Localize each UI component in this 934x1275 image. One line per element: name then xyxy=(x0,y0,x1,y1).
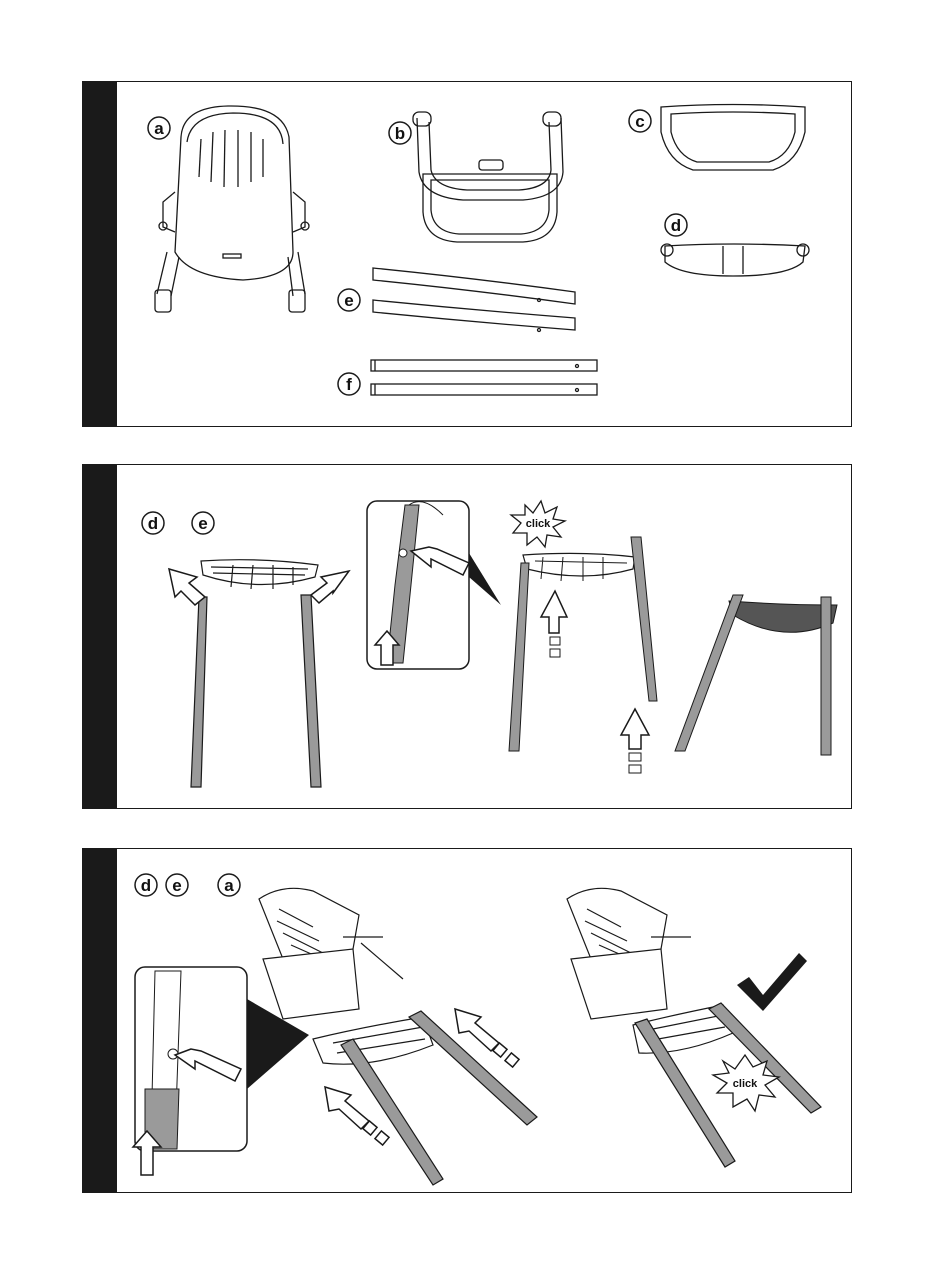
svg-text:click: click xyxy=(733,1078,758,1090)
svg-text:e: e xyxy=(344,291,353,310)
zoom-callout xyxy=(367,501,501,669)
svg-text:d: d xyxy=(148,514,158,533)
label-d: d xyxy=(142,512,164,534)
part-e-tubes xyxy=(373,268,575,332)
svg-text:c: c xyxy=(635,112,644,131)
label-e: e xyxy=(192,512,214,534)
assembled-footrest xyxy=(509,537,657,773)
click-burst-icon: click xyxy=(511,501,565,547)
step3-panel: d e a xyxy=(82,848,852,1193)
label-a: a xyxy=(218,874,240,896)
svg-text:b: b xyxy=(395,124,405,143)
tube-legs xyxy=(191,595,321,787)
label-d: d xyxy=(135,874,157,896)
label-b: b xyxy=(389,122,411,144)
svg-text:a: a xyxy=(154,119,164,138)
svg-text:f: f xyxy=(346,375,352,394)
part-a-seat xyxy=(155,106,309,312)
label-f: f xyxy=(338,373,360,395)
checkmark-icon xyxy=(737,953,807,1011)
step3-illustration: d e a xyxy=(83,849,853,1194)
svg-text:a: a xyxy=(224,876,234,895)
part-b-tray xyxy=(413,112,563,242)
part-d-footrest xyxy=(661,244,809,276)
parts-illustration: a b c xyxy=(83,82,853,428)
label-d: d xyxy=(665,214,687,236)
svg-text:e: e xyxy=(198,514,207,533)
label-e: e xyxy=(338,289,360,311)
svg-text:d: d xyxy=(141,876,151,895)
svg-text:click: click xyxy=(526,518,551,530)
label-a: a xyxy=(148,117,170,139)
parts-panel: a b c xyxy=(82,81,852,427)
step2-panel: d e xyxy=(82,464,852,809)
part-f-tubes xyxy=(371,360,597,395)
label-c: c xyxy=(629,110,651,132)
part-c-insert xyxy=(661,105,805,171)
final-frame xyxy=(675,595,837,755)
svg-text:e: e xyxy=(172,876,181,895)
step2-illustration: d e xyxy=(83,465,853,810)
footrest xyxy=(201,560,318,589)
label-e: e xyxy=(166,874,188,896)
svg-text:d: d xyxy=(671,216,681,235)
